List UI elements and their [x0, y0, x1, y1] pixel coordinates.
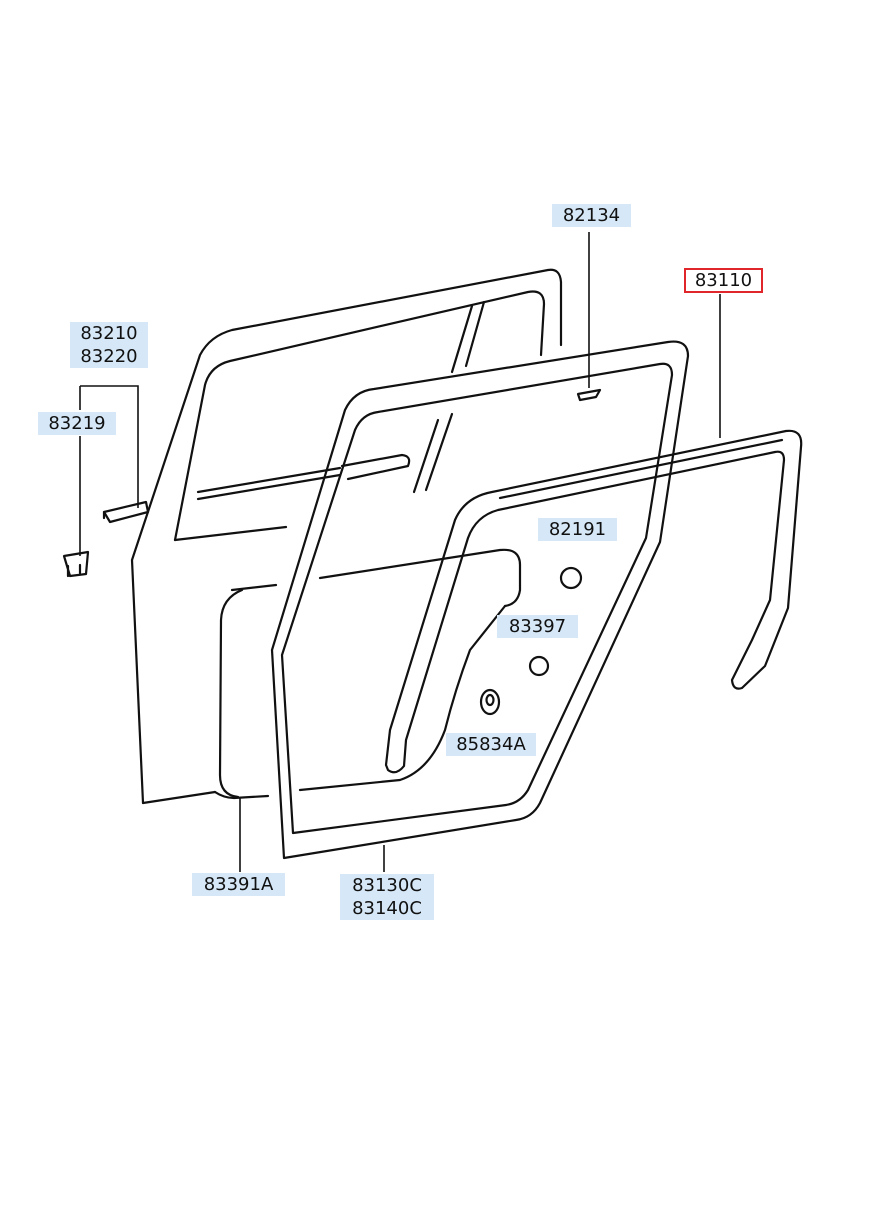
grommet-85834A [479, 688, 501, 716]
trim-panel-outline [218, 588, 244, 799]
clip-82134 [576, 388, 602, 402]
plug-83397 [528, 655, 550, 677]
callout-82134[interactable]: 82134 [552, 204, 631, 227]
glass-run-outline [384, 429, 803, 774]
plug-82191 [559, 566, 583, 590]
callout-83130C-83140C[interactable]: 83130C 83140C [340, 874, 434, 920]
door-frame-outline [130, 268, 563, 805]
callout-83219[interactable]: 83219 [38, 412, 116, 435]
door-weatherstrip-outline [270, 340, 690, 860]
callout-85834A[interactable]: 85834A [446, 733, 536, 756]
callout-83210-83220[interactable]: 83210 83220 [70, 322, 148, 368]
callout-83391A[interactable]: 83391A [192, 873, 285, 896]
callout-82191[interactable]: 82191 [538, 518, 617, 541]
callout-83397[interactable]: 83397 [497, 615, 578, 638]
leader-83210 [79, 385, 139, 508]
fastener-clip-83219 [62, 550, 90, 578]
callout-83110[interactable]: 83110 [684, 268, 763, 293]
bracket-83219 [102, 500, 150, 524]
